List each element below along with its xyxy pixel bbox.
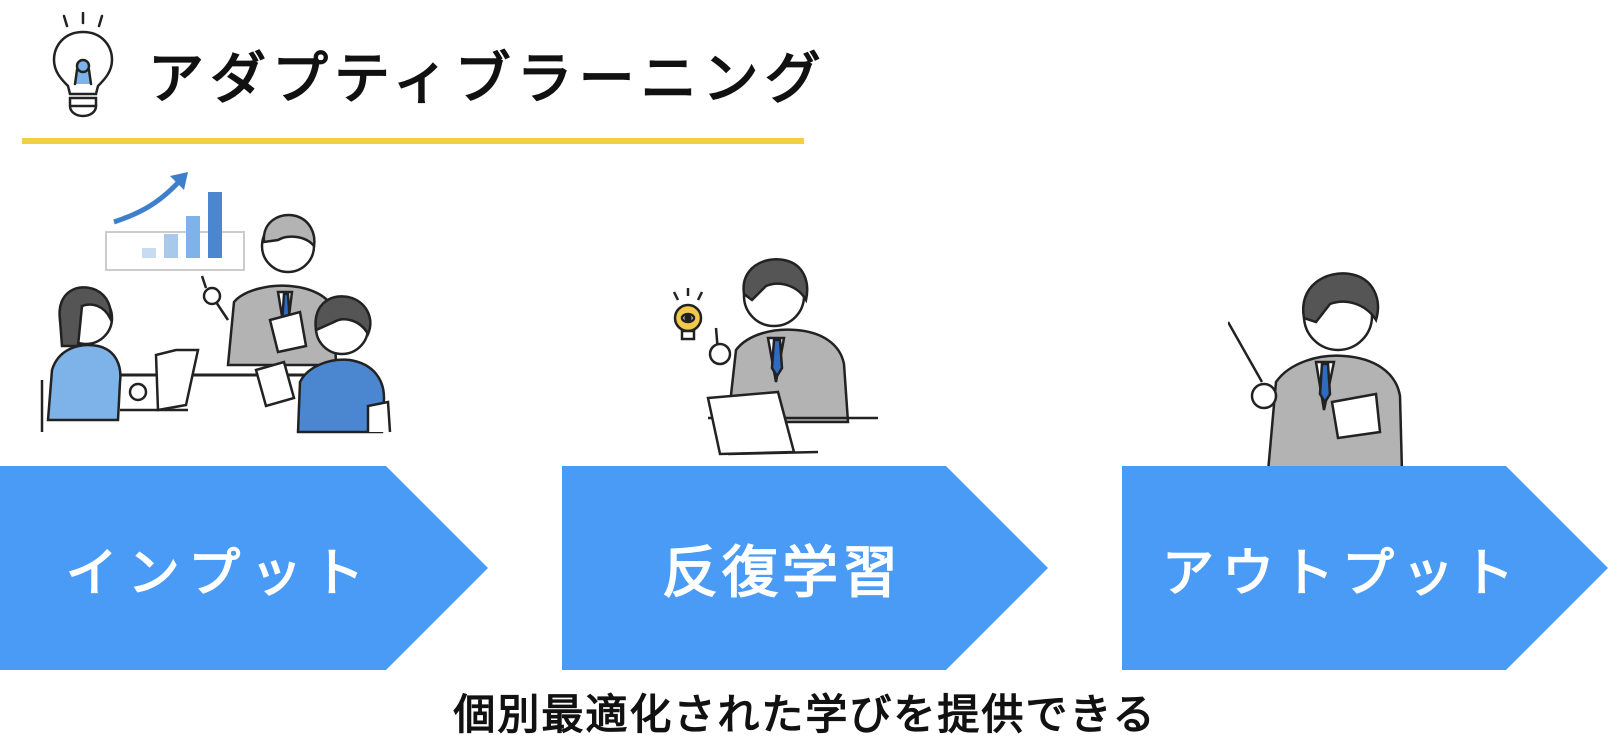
growth-chart-icon [105,172,245,271]
lightbulb-icon [48,11,118,128]
arrow-step-repeat [562,466,1048,670]
repeat-scene-illustration [668,252,898,476]
idea-bulb-icon [672,288,704,341]
page-title: アダプティブラーニング [148,47,827,112]
arrow-step-input [0,466,488,670]
arrow-step-output [1122,466,1608,670]
title-underline [22,138,804,144]
input-scene-illustration [38,170,408,459]
step-label-output: アウトプット [1161,543,1522,604]
caption-text: 個別最適化された学びを提供できる [453,690,1157,739]
step-label-repeat: 反復学習 [662,540,902,606]
output-scene-illustration [1226,262,1448,476]
step-label-input: インプット [65,543,375,604]
